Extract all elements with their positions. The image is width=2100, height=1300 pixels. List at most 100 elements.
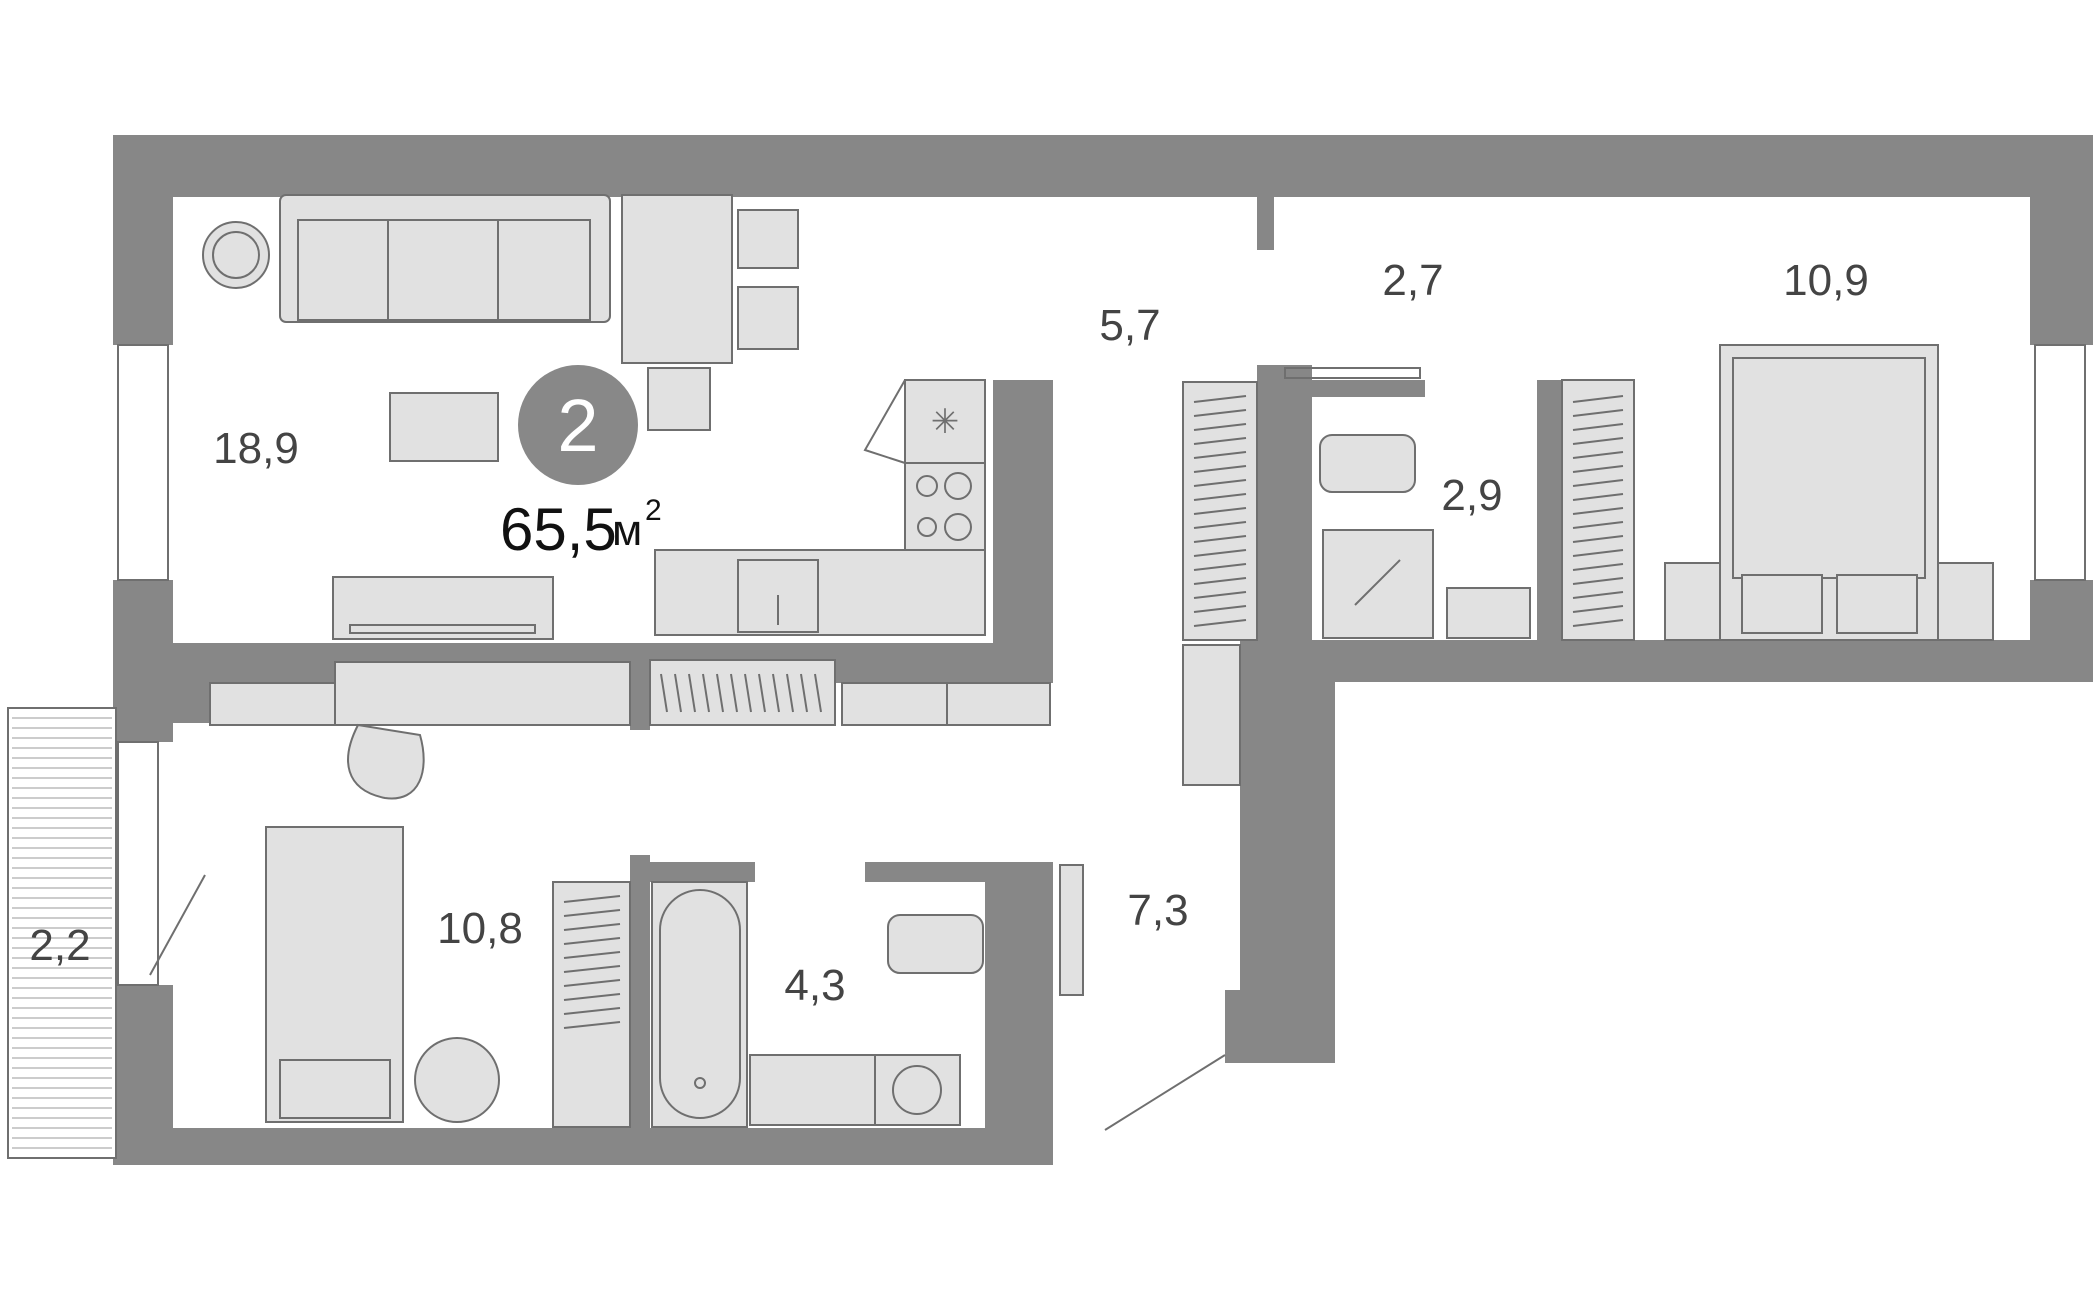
wardrobe-hanger-line: [563, 923, 621, 931]
room-count-badge: 2: [518, 365, 638, 485]
area-bedroom-left: 10,8: [437, 904, 523, 953]
wardrobe-hanger-line: [1193, 395, 1247, 403]
wardrobe-hanger-line: [1572, 437, 1624, 445]
dining-chair-3: [647, 367, 711, 431]
entry-door-swing: [1104, 1054, 1226, 1131]
balcony-outline: [7, 707, 117, 1159]
wardrobe-hanger-line: [1193, 451, 1247, 459]
wardrobe-bedroom-left: [552, 881, 631, 1128]
sofa-cushion-2: [387, 219, 499, 321]
burner-icon-4: [944, 513, 972, 541]
living-room-furniture: [202, 194, 799, 640]
wardrobe-hanger-line: [1572, 563, 1624, 571]
total-area-value: 65,5: [500, 496, 617, 563]
storage-row: [209, 659, 1051, 800]
wall-bath-right: [985, 862, 1025, 1052]
wardrobe-hanger-line: [1572, 423, 1624, 431]
wall-left-mid: [113, 580, 173, 742]
balcony-slats: [12, 717, 112, 1149]
office-chair: [347, 723, 425, 800]
total-area-exponent: 2: [645, 494, 662, 527]
tv-icon: [349, 624, 536, 634]
wall-bath-top-right: [865, 862, 985, 882]
wardrobe-hanger-line: [1572, 409, 1624, 417]
wardrobe-hanger-line: [730, 673, 738, 713]
wardrobe-hanger-line: [563, 937, 621, 945]
bathroom-furniture: [651, 881, 984, 1128]
fridge-door-swing: [863, 379, 906, 464]
wardrobe-hanger-line: [1572, 619, 1624, 627]
wardrobe-hanger-line: [1572, 493, 1624, 501]
dining-chair-1: [737, 209, 799, 269]
wardrobe-hanger-line: [1193, 423, 1247, 431]
wardrobe-hanger-line: [1193, 437, 1247, 445]
wall-shower-right: [1537, 380, 1562, 640]
wardrobe-hanger-line: [1193, 619, 1247, 627]
pouf-icon: [414, 1037, 500, 1123]
wardrobe-hanger-line: [1193, 493, 1247, 501]
hall-cabinet: [1182, 644, 1241, 786]
burner-icon-2: [944, 472, 972, 500]
wardrobe-hanger-line: [563, 1021, 621, 1029]
nightstand-left: [1664, 562, 1721, 641]
total-area: 65,5 м 2: [500, 494, 662, 563]
wardrobe-hanger-line: [786, 673, 794, 713]
wardrobe-hanger-line: [772, 673, 780, 713]
balcony-door-swing: [149, 874, 206, 976]
dining-chair-2: [737, 286, 799, 350]
shower-sink: [1446, 587, 1531, 639]
total-area-unit: м: [612, 506, 642, 555]
coffee-table: [389, 392, 499, 462]
wardrobe-hanger-line: [814, 673, 822, 713]
walls: [113, 135, 2093, 1165]
sofa-cushion-3: [497, 219, 591, 321]
wardrobe-hanger-line: [1193, 521, 1247, 529]
shoe-rack: [1059, 864, 1084, 996]
bedroom-left-furniture: [265, 826, 631, 1128]
wardrobe-hanger-line: [1572, 605, 1624, 613]
wardrobe-hanger-line: [1193, 549, 1247, 557]
bathtub: [651, 881, 748, 1128]
bathroom-sink: [749, 1054, 876, 1126]
washing-drum: [892, 1065, 942, 1115]
fridge: [904, 379, 986, 464]
snowflake-icon: ✳: [931, 403, 960, 441]
wall-bottom-left: [113, 1128, 1053, 1165]
wardrobe-hanger-line: [758, 673, 766, 713]
window-right-bedroom: [2034, 344, 2086, 581]
wardrobe-hanger-line: [1572, 479, 1624, 487]
burner-icon-1: [916, 475, 938, 497]
shower-door: [1284, 367, 1421, 379]
area-balcony: 2,2: [29, 921, 90, 970]
round-table-inner: [212, 231, 260, 279]
wardrobe-hanger-line: [563, 993, 621, 1001]
wardrobe-hanger-line: [1193, 563, 1247, 571]
wall-top: [113, 135, 2093, 197]
wall-hall-stub: [1257, 197, 1274, 250]
wardrobe-hanger-line: [563, 951, 621, 959]
wardrobe-hanger-line: [674, 673, 682, 713]
shower-toilet: [1319, 434, 1416, 493]
window-left-living: [117, 344, 169, 581]
wardrobe-hanger-line: [1193, 409, 1247, 417]
cabinet-right-2: [946, 682, 1051, 726]
burner-icon-3: [917, 517, 937, 537]
wardrobe-hanger-line: [1572, 535, 1624, 543]
area-living-kitchen: 18,9: [213, 424, 299, 473]
wardrobe-hanger-line: [688, 673, 696, 713]
wall-bath-left: [630, 855, 650, 1128]
wardrobe-hanger-line: [1572, 577, 1624, 585]
wall-hall-column: [1257, 365, 1312, 640]
hall-furniture: [1059, 381, 1258, 1131]
dining-table: [621, 194, 733, 364]
wardrobe-hanger-line: [1572, 507, 1624, 515]
wardrobe-hanger-line: [800, 673, 808, 713]
wall-right-bottom-horizontal: [1257, 640, 2093, 682]
pillow-right-1: [1741, 574, 1823, 634]
area-shower-room: 2,9: [1441, 471, 1502, 520]
sofa-cushion-1: [297, 219, 389, 321]
wardrobe-hanger-line: [1572, 521, 1624, 529]
bathroom-toilet: [887, 914, 984, 974]
wardrobe-hanger-line: [1572, 451, 1624, 459]
area-hall: 5,7: [1099, 301, 1160, 350]
